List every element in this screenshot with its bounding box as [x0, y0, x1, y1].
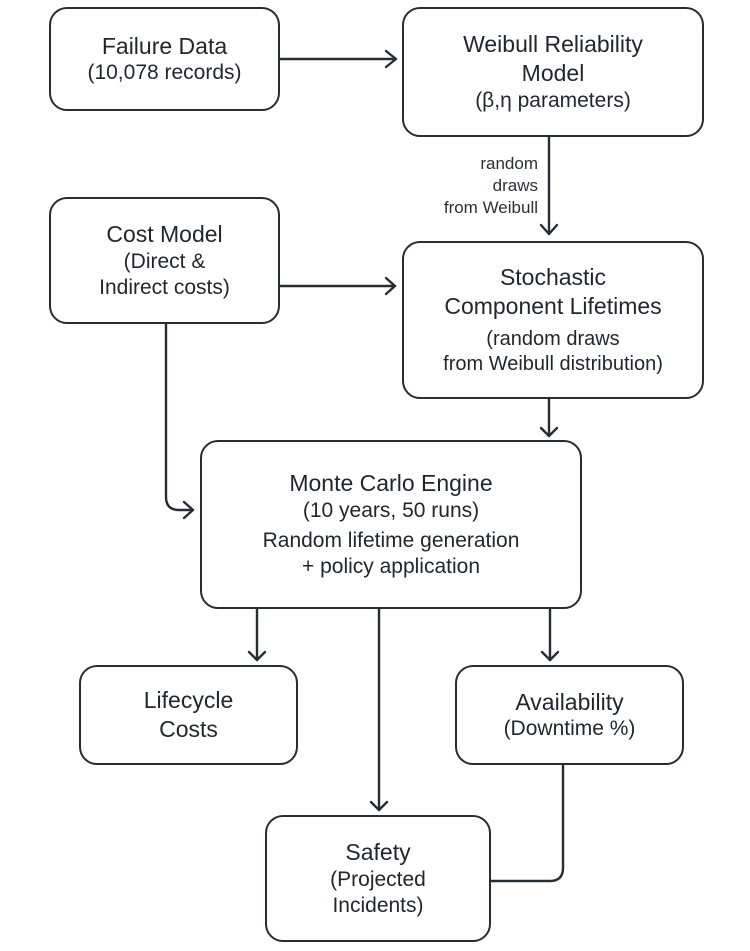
arrowhead-weibull-left	[384, 49, 398, 69]
edge-label-line: from Weibull	[443, 198, 538, 218]
arrowhead-monte-carlo-left	[182, 500, 195, 520]
edge-cost-to-monte-carlo	[164, 322, 195, 512]
node-detail: Random lifetime generation	[262, 528, 520, 552]
node-cost-model: Cost Model (Direct & Indirect costs)	[49, 197, 280, 324]
edge-label-random-draws: random draws from Weibull	[400, 153, 538, 219]
arrowhead-monte-carlo-top	[539, 426, 559, 438]
node-availability: Availability (Downtime %)	[455, 665, 684, 765]
arrowhead-availability-top	[540, 650, 560, 662]
node-title: Availability	[515, 688, 624, 715]
node-title: Lifecycle	[143, 687, 234, 714]
arrowhead-stochastic-left	[384, 276, 397, 296]
node-lifecycle-costs: Lifecycle Costs	[79, 665, 298, 765]
node-monte-carlo-engine: Monte Carlo Engine (10 years, 50 runs) R…	[200, 440, 582, 609]
node-subtitle: (random draws	[486, 327, 620, 350]
node-failure-data: Failure Data (10,078 records)	[49, 7, 280, 111]
node-subtitle: (Downtime %)	[503, 717, 636, 741]
node-subtitle: (10,078 records)	[87, 61, 242, 85]
arrowhead-stochastic-top	[539, 223, 559, 236]
node-subtitle: Indirect costs)	[99, 275, 230, 299]
node-subtitle: (10 years, 50 runs)	[302, 498, 480, 522]
node-subtitle: (Direct &	[123, 249, 206, 273]
node-title: Costs	[159, 716, 218, 742]
edge-availability-to-safety	[489, 763, 565, 883]
node-title: Component Lifetimes	[444, 293, 662, 319]
node-title: Stochastic	[499, 264, 607, 291]
node-detail: + policy application	[301, 555, 481, 578]
edge-label-line: random	[480, 154, 538, 173]
node-safety: Safety (Projected Incidents)	[265, 815, 491, 942]
arrowhead-safety-top	[369, 800, 389, 812]
node-title: Monte Carlo Engine	[289, 469, 493, 496]
arrowhead-lifecycle-top	[247, 650, 267, 662]
node-title: Safety	[345, 838, 411, 865]
node-title: Failure Data	[101, 32, 228, 59]
node-subtitle: Incidents)	[332, 893, 424, 917]
edge-label-line: draws	[492, 176, 538, 196]
node-stochastic-component-lifetimes: Stochastic Component Lifetimes (random d…	[402, 241, 704, 399]
node-subtitle: from Weibull distribution)	[443, 352, 663, 375]
node-title: Weibull Reliability	[463, 31, 643, 58]
node-subtitle: (β,η parameters)	[475, 88, 631, 112]
node-subtitle: (Projected	[330, 867, 426, 891]
node-title: Model	[521, 59, 585, 86]
node-weibull-reliability-model: Weibull Reliability Model (β,η parameter…	[402, 7, 704, 137]
node-title: Cost Model	[106, 220, 223, 247]
